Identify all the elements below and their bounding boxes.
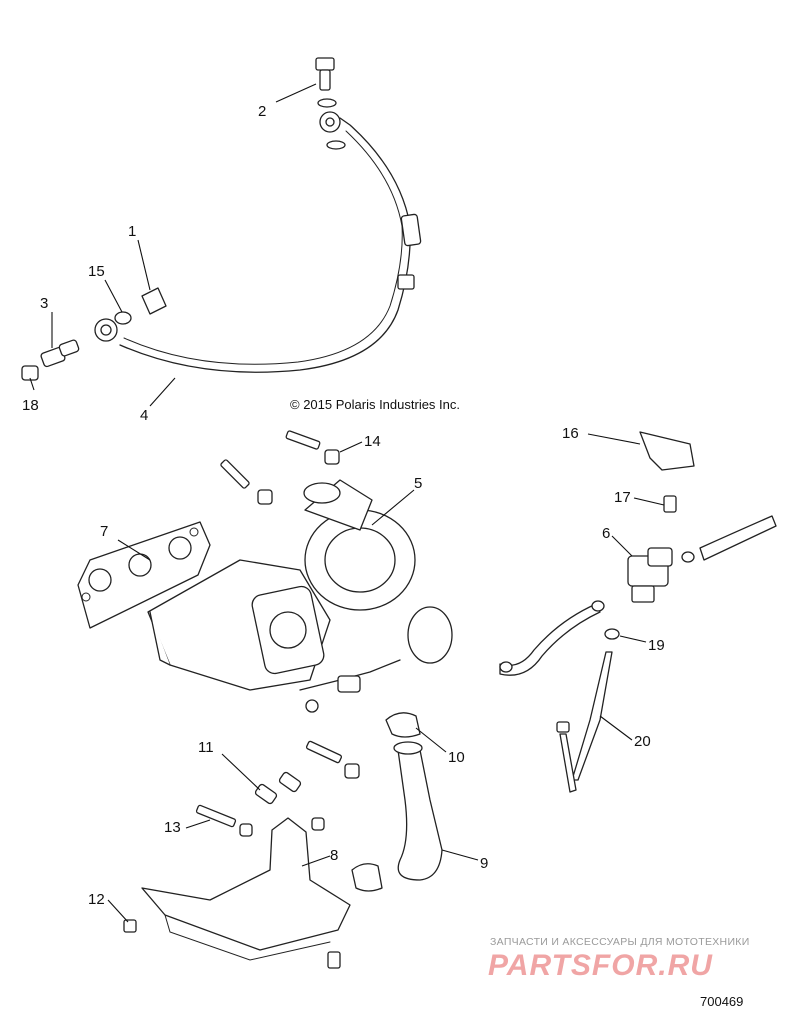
callout-17: 17 bbox=[614, 489, 631, 506]
small-fittings bbox=[21, 287, 167, 381]
callout-19: 19 bbox=[648, 637, 665, 654]
coolant-hose-part-9 bbox=[351, 712, 443, 892]
copyright-text: © 2015 Polaris Industries Inc. bbox=[290, 397, 460, 412]
callout-18: 18 bbox=[22, 397, 39, 414]
vacuum-hoses-part-20 bbox=[499, 600, 620, 793]
callout-1: 1 bbox=[128, 223, 136, 240]
callout-20: 20 bbox=[634, 733, 651, 750]
watermark-logo: PARTSFOR.RU bbox=[488, 949, 713, 982]
studs-and-nuts bbox=[195, 430, 360, 837]
heat-shield-part-8 bbox=[123, 817, 351, 969]
oil-line-part-4 bbox=[94, 111, 422, 373]
callout-13: 13 bbox=[164, 819, 181, 836]
watermark: ЗАПЧАСТИ И АКСЕССУАРЫ ДЛЯ МОТОТЕХНИКИ PA… bbox=[488, 936, 750, 982]
callout-7: 7 bbox=[100, 523, 108, 540]
callout-6: 6 bbox=[602, 525, 610, 542]
callout-5: 5 bbox=[414, 475, 422, 492]
callout-16: 16 bbox=[562, 425, 579, 442]
callout-10: 10 bbox=[448, 749, 465, 766]
boost-solenoid-part-6 bbox=[627, 431, 777, 603]
callout-15: 15 bbox=[88, 263, 105, 280]
callout-14: 14 bbox=[364, 433, 381, 450]
callout-9: 9 bbox=[480, 855, 488, 872]
callout-2: 2 bbox=[258, 103, 266, 120]
watermark-tagline: ЗАПЧАСТИ И АКСЕССУАРЫ ДЛЯ МОТОТЕХНИКИ bbox=[490, 936, 750, 948]
callout-numbers: 2 1 15 3 18 4 5 7 14 16 17 6 19 20 10 9 … bbox=[22, 103, 665, 908]
callout-3: 3 bbox=[40, 295, 48, 312]
leader-lines bbox=[29, 83, 665, 923]
callout-8: 8 bbox=[330, 847, 338, 864]
callout-12: 12 bbox=[88, 891, 105, 908]
callout-4: 4 bbox=[140, 407, 148, 424]
turbocharger-part-5 bbox=[147, 479, 453, 713]
callout-11: 11 bbox=[198, 739, 214, 756]
manifold-gasket-part-7 bbox=[77, 521, 211, 629]
banjo-bolt-part-2 bbox=[315, 57, 346, 150]
figure-number: 700469 bbox=[700, 994, 743, 1009]
